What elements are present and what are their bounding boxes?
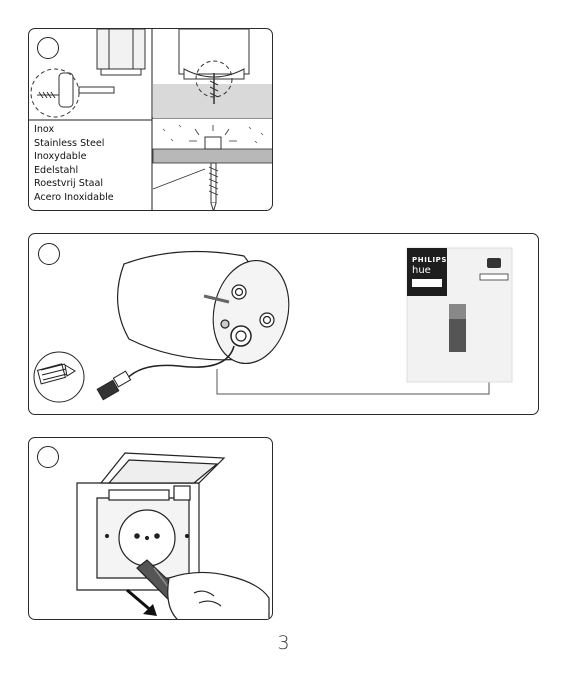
material-label: Inox: [34, 123, 114, 137]
step-1-panel: Inox Stainless Steel Inoxydable Edelstah…: [28, 28, 273, 211]
lamp-side-view: [31, 29, 145, 117]
page-number: 3: [0, 632, 567, 654]
material-label: Stainless Steel: [34, 137, 114, 151]
screw-section-view: [153, 125, 273, 211]
lamp-cylinder: [118, 252, 298, 371]
cable-connector: [97, 371, 130, 400]
pencil-detail: [34, 352, 84, 402]
material-label: Roestvrij Staal: [34, 177, 114, 191]
material-label: Edelstahl: [34, 164, 114, 178]
step-3-panel: [28, 437, 273, 620]
step-2-illustration: [29, 234, 539, 415]
material-label: Acero Inoxidable: [34, 191, 114, 205]
unplug-arrow-icon: [127, 590, 157, 616]
material-label-list: Inox Stainless Steel Inoxydable Edelstah…: [34, 123, 114, 205]
ground-detail-view: [153, 29, 273, 118]
box-product-label: hue: [412, 265, 431, 276]
material-label: Inoxydable: [34, 150, 114, 164]
step-3-illustration: [29, 438, 273, 620]
box-brand-label: PHILIPS: [412, 256, 447, 264]
step-2-panel: PHILIPS hue: [28, 233, 539, 415]
